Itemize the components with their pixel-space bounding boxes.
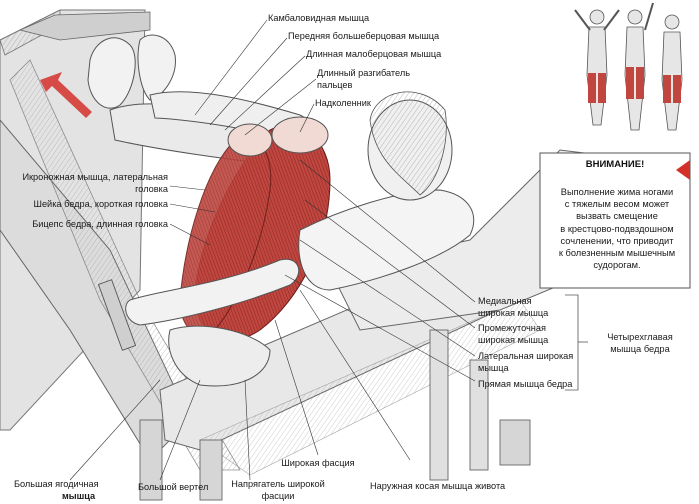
warning-line: Выполнение жима ногами bbox=[560, 187, 674, 197]
label-gluteus-max-1: Большая ягодичная bbox=[14, 479, 99, 489]
label-greater-trochanter: Большой вертел bbox=[138, 482, 209, 492]
leader-lines bbox=[69, 19, 476, 481]
label-extensor-digitorum-2: пальцев bbox=[317, 80, 353, 90]
quadriceps-bracket bbox=[565, 294, 588, 391]
label-peroneus-longus: Длинная малоберцовая мышца bbox=[306, 49, 442, 59]
direction-arrow-icon bbox=[40, 72, 92, 118]
warning-title: ВНИМАНИЕ! bbox=[585, 159, 645, 170]
warning-line: сочленении, что приводит bbox=[560, 235, 674, 246]
label-soleus: Камбаловидная мышца bbox=[268, 13, 370, 23]
warning-box-frame bbox=[539, 152, 691, 289]
label-gastrocnemius-2: головка bbox=[135, 184, 168, 194]
label-patella: Надколенник bbox=[315, 98, 371, 108]
athlete-body bbox=[87, 34, 475, 387]
warning-body: Выполнение жима ногами с тяжелым весом м… bbox=[547, 186, 687, 271]
warning-line: в крестцово-подвздошном bbox=[560, 223, 674, 234]
label-tensor-1: Напрягатель широкой bbox=[231, 479, 325, 489]
label-biceps-short: Шейка бедра, короткая головка bbox=[33, 199, 168, 209]
warning-line: с тяжелым весом может bbox=[564, 199, 670, 210]
label-vastus-intermedius-2: широкая мышца bbox=[478, 335, 549, 345]
label-tibialis-anterior: Передняя большеберцовая мышца bbox=[288, 31, 440, 41]
label-rectus-femoris: Прямая мышца бедра bbox=[478, 379, 573, 389]
label-quadriceps-2: мышца бедра bbox=[610, 344, 670, 354]
label-quadriceps-1: Четырехглавая bbox=[607, 332, 673, 342]
label-vastus-lateralis-1: Латеральная широкая bbox=[478, 351, 574, 361]
label-fascia-lata: Широкая фасция bbox=[281, 458, 355, 468]
warning-line: судорогам. bbox=[593, 260, 641, 271]
label-tensor-2: фасции bbox=[261, 491, 295, 501]
label-vastus-lateralis-2: мышца bbox=[478, 363, 509, 373]
label-gluteus-max-2: мышца bbox=[62, 491, 96, 501]
label-vastus-medialis-1: Медиальная bbox=[478, 296, 532, 306]
warning-line: к болезненным мышечным bbox=[558, 248, 676, 259]
label-vastus-intermedius-1: Промежуточная bbox=[478, 323, 546, 333]
label-biceps-long: Бицепс бедра, длинная головка bbox=[32, 219, 168, 229]
label-vastus-medialis-2: широкая мышца bbox=[478, 308, 549, 318]
label-gastrocnemius-1: Икроножная мышца, латеральная bbox=[22, 172, 168, 182]
mini-figures bbox=[574, 2, 683, 131]
label-extensor-digitorum-1: Длинный разгибатель bbox=[317, 68, 410, 78]
warning-line: вызвать смещение bbox=[576, 211, 658, 222]
label-external-oblique: Наружная косая мышца живота bbox=[370, 481, 506, 491]
label-quadriceps: Четырехглавая мышца бедра bbox=[590, 331, 690, 355]
